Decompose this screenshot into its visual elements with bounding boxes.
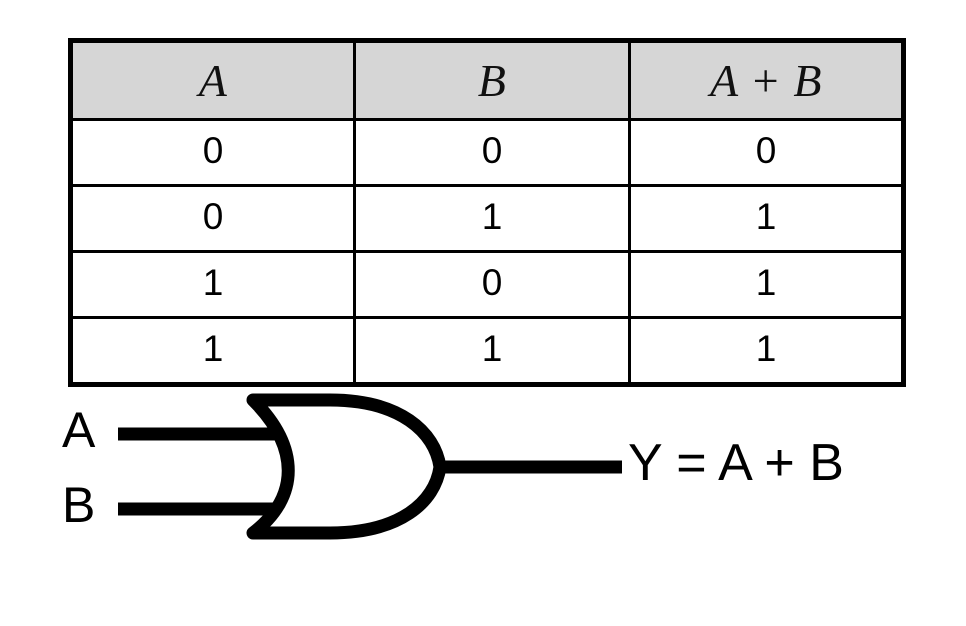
- table-row: 1 1 1: [69, 316, 905, 386]
- or-gate-icon: [118, 393, 622, 540]
- cell-result: 0: [628, 118, 905, 187]
- table-row: 0 1 1: [69, 184, 905, 253]
- input-label-a: A: [62, 402, 96, 458]
- cell-b: 0: [353, 118, 631, 187]
- input-label-b: B: [62, 477, 96, 533]
- or-gate-diagram: A B Y = A + B: [0, 372, 966, 572]
- cell-b: 0: [353, 250, 631, 319]
- table-row: 1 0 1: [69, 250, 905, 319]
- column-header-b: B: [353, 39, 631, 121]
- cell-a: 0: [69, 118, 356, 187]
- cell-result: 1: [628, 316, 905, 386]
- output-label: Y = A + B: [628, 434, 844, 492]
- or-gate-body: [246, 393, 447, 540]
- cell-a: 0: [69, 184, 356, 253]
- table-header-row: A B A + B: [69, 39, 905, 121]
- cell-result: 1: [628, 184, 905, 253]
- cell-result: 1: [628, 250, 905, 319]
- cell-a: 1: [69, 250, 356, 319]
- cell-a: 1: [69, 316, 356, 386]
- table-row: 0 0 0: [69, 118, 905, 187]
- table-body: 0 0 0 0 1 1 1 0 1 1 1 1: [69, 118, 905, 386]
- cell-b: 1: [353, 316, 631, 386]
- truth-table: A B A + B 0 0 0 0 1 1 1 0 1 1: [68, 38, 906, 387]
- table-header: A B A + B: [69, 39, 905, 121]
- column-header-a-or-b: A + B: [628, 39, 905, 121]
- cell-b: 1: [353, 184, 631, 253]
- column-header-a: A: [69, 39, 356, 121]
